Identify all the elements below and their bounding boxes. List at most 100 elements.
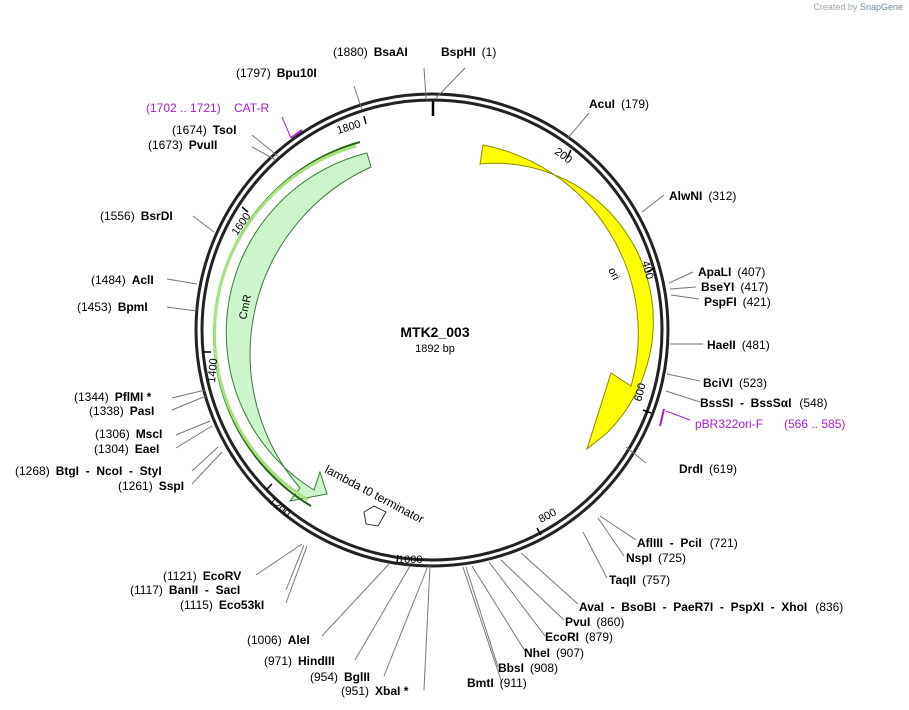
site-name[interactable]: Bpu10I xyxy=(277,66,317,80)
site-name[interactable]: BmtI xyxy=(467,676,494,690)
site-pos: (1268) xyxy=(15,464,50,478)
site-name[interactable]: AleI xyxy=(288,633,310,647)
site-name[interactable]: TsoI xyxy=(213,123,237,137)
svg-text:(1880)BsaAI: (1880)BsaAI xyxy=(333,45,408,59)
site-pos: (951) xyxy=(341,684,369,698)
cat-r-range: (1702 .. 1721) xyxy=(146,101,221,115)
svg-text:BciVI(523): BciVI(523) xyxy=(703,376,767,390)
svg-text:NspI(725): NspI(725) xyxy=(626,551,686,565)
site-name[interactable]: EcoRI xyxy=(545,630,579,644)
site-name[interactable]: BspHI xyxy=(441,45,476,59)
site-name[interactable]: HindIII xyxy=(298,654,335,668)
tick-1600 xyxy=(241,206,249,213)
svg-text:AlwNI(312): AlwNI (312) xyxy=(669,189,736,203)
site-name[interactable]: XbaI * xyxy=(375,684,409,698)
site-pos: (481) xyxy=(742,338,770,352)
site-pos: (911) xyxy=(500,676,527,690)
site-name[interactable]: AvaI - BsoBI - PaeR7I - PspXI - XhoI xyxy=(579,600,807,614)
svg-text:TaqII(757): TaqII(757) xyxy=(609,573,670,587)
svg-text:BmtI(911): BmtI (911) xyxy=(467,676,527,690)
site-name[interactable]: EaeI xyxy=(135,442,160,456)
site-name[interactable]: PvuI xyxy=(565,615,590,629)
svg-text:(1117)BanII - SacI: (1117)BanII - SacI xyxy=(130,583,240,597)
site-name[interactable]: PspFI xyxy=(704,295,737,309)
site-pos: (1674) xyxy=(172,123,207,137)
site-name[interactable]: NspI xyxy=(626,551,652,565)
site-name[interactable]: DrdI xyxy=(679,462,703,476)
tick-200 xyxy=(566,149,572,159)
site-pos: (1121) xyxy=(163,569,197,583)
svg-text:HaeII(481): HaeII (481) xyxy=(707,338,770,352)
svg-text:(1673)PvuII: (1673)PvuII xyxy=(148,138,217,152)
svg-text:BbsI(908): BbsI(908) xyxy=(498,661,558,675)
created-by-credit: Created by SnapGene xyxy=(813,2,903,12)
site-name[interactable]: PvuII xyxy=(189,138,218,152)
site-name[interactable]: HaeII xyxy=(707,338,736,352)
restriction-sites: (1880)BsaAI BspHI(1) (1797)Bpu10I AcuI(1… xyxy=(15,45,843,698)
site-name[interactable]: AcuI xyxy=(589,97,615,111)
site-name[interactable]: BseYI xyxy=(701,280,734,294)
site-name[interactable]: AflIII - PciI xyxy=(637,536,702,550)
site-name[interactable]: TaqII xyxy=(609,573,636,587)
ori-feature-arrow[interactable] xyxy=(479,144,654,451)
site-name[interactable]: BglII xyxy=(344,670,370,684)
svg-text:(1121)EcoRV: (1121) EcoRV xyxy=(163,569,241,583)
svg-text:ApaLI(407): ApaLI (407) xyxy=(698,265,765,279)
site-pos: (1338) xyxy=(89,404,124,418)
backbone-inner-ring xyxy=(200,98,664,562)
site-name[interactable]: AlwNI xyxy=(669,189,702,203)
pbr322ori-f-range: (566 .. 585) xyxy=(784,417,845,431)
svg-text:(1261)SspI: (1261) SspI xyxy=(118,479,184,493)
site-name[interactable]: PasI xyxy=(130,404,155,418)
site-name[interactable]: SspI xyxy=(159,479,184,493)
site-name[interactable]: BpmI xyxy=(118,300,148,314)
site-name[interactable]: BciVI xyxy=(703,376,733,390)
site-pos: (179) xyxy=(621,97,649,111)
site-name[interactable]: BssSI - BssSαI xyxy=(700,396,791,410)
site-pos: (1304) xyxy=(94,442,129,456)
svg-text:(1268)BtgI - NcoI - StyI: (1268) BtgI - NcoI - StyI xyxy=(15,464,162,478)
site-pos: (1115) xyxy=(180,598,213,612)
svg-text:(1304)EaeI: (1304) EaeI xyxy=(94,442,159,456)
tick-label-1400: 1400 xyxy=(206,358,220,383)
site-pos: (1306) xyxy=(95,427,130,441)
site-pos: (312) xyxy=(708,189,736,203)
site-name[interactable]: Eco53kI xyxy=(219,598,264,612)
terminator-arrow[interactable] xyxy=(363,505,387,527)
site-name[interactable]: MscI xyxy=(136,427,163,441)
svg-text:PvuI(860): PvuI(860) xyxy=(565,615,624,629)
svg-text:(1556)BsrDI: (1556)BsrDI xyxy=(100,209,173,223)
cat-r-leader xyxy=(281,116,292,139)
site-pos: (879) xyxy=(585,630,613,644)
site-name[interactable]: AclI xyxy=(132,273,154,287)
svg-text:BssSI - BssSαI(548): BssSI - BssSαI(548) xyxy=(700,396,827,410)
cmr-feature-arrow[interactable] xyxy=(225,152,372,502)
tick-800 xyxy=(536,527,542,536)
snapgene-brand: SnapGene xyxy=(859,2,903,12)
site-name[interactable]: BtgI - NcoI - StyI xyxy=(56,464,162,478)
site-pos: (1453) xyxy=(77,300,112,314)
svg-text:(1006)AleI: (1006) AleI xyxy=(247,633,310,647)
site-name[interactable]: ApaLI xyxy=(698,265,731,279)
svg-text:(1306)MscI: (1306) MscI xyxy=(95,427,162,441)
site-pos: (619) xyxy=(709,462,737,476)
site-name[interactable]: BsaAI xyxy=(374,45,408,59)
site-pos: (1797) xyxy=(236,66,271,80)
site-name[interactable]: BsrDI xyxy=(141,209,173,223)
tick-400 xyxy=(646,267,656,273)
site-name[interactable]: BanII - SacI xyxy=(169,583,240,597)
cmr-feature-label: CmR xyxy=(237,294,254,321)
site-pos: (1006) xyxy=(247,633,282,647)
plasmid-size: 1892 bp xyxy=(415,343,455,355)
site-name[interactable]: EcoRV xyxy=(203,569,241,583)
site-name[interactable]: NheI xyxy=(524,646,550,660)
site-name[interactable]: PflMI * xyxy=(115,390,152,404)
svg-text:(1453)BpmI: (1453) BpmI xyxy=(77,300,148,314)
tick-600 xyxy=(642,409,652,414)
site-leaders xyxy=(166,67,703,691)
site-pos: (407) xyxy=(737,265,765,279)
site-pos: (1261) xyxy=(118,479,153,493)
site-name[interactable]: BbsI xyxy=(498,661,524,675)
site-pos: (721) xyxy=(710,536,738,550)
